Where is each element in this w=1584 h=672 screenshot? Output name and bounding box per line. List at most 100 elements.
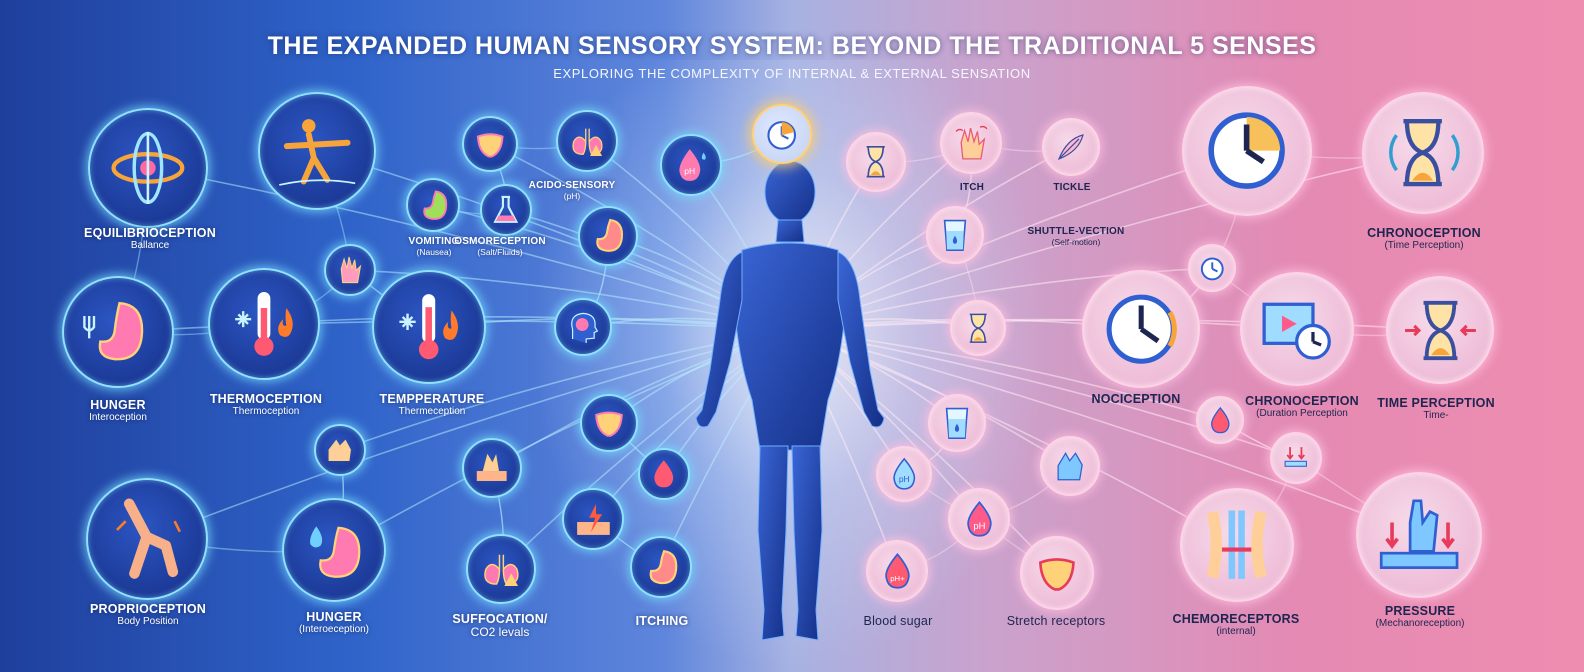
balance-orbit-icon [111, 131, 185, 205]
ph-plus-text: pH+ [890, 573, 905, 582]
lungs-warning-node [556, 110, 618, 172]
skin-touch-node [462, 438, 522, 498]
stomach-icon-2 [596, 219, 624, 253]
water-glass-icon [943, 219, 967, 251]
chronoception-duration-node [1240, 272, 1354, 386]
ph-drop-node-right [1196, 396, 1244, 444]
chronoception-right-label: CHRONOCEPTION (Time Perception) [1367, 226, 1481, 252]
itch-label: ITCH [959, 182, 985, 193]
vomiting-label: VOMITING (Nausea) [408, 236, 460, 257]
vomiting-node [406, 178, 460, 232]
ph-node-right-2: pH [948, 488, 1010, 550]
kidney-node [580, 394, 638, 452]
touch-hand-node [314, 424, 366, 476]
proprioception-node [86, 478, 208, 600]
clock-large-icon-2 [1208, 112, 1286, 190]
temperature-node [372, 270, 486, 384]
ph-text: pH [684, 166, 695, 176]
equilibrioception-label: EQUILIBRIOCEPTION Ballance [84, 226, 216, 252]
water-glass-node-2 [928, 394, 986, 452]
hourglass-arrow-icon [1389, 119, 1461, 187]
connection-line [789, 329, 1420, 536]
connection-line [789, 152, 1424, 331]
thermoception-node [208, 268, 320, 380]
stomach-fork-icon [83, 301, 144, 361]
blood-sugar-node: pH+ [866, 540, 928, 602]
page-title: THE EXPANDED HUMAN SENSORY SYSTEM: BEYON… [267, 32, 1317, 60]
tickle-node [1042, 118, 1100, 176]
balance-walker-node [258, 92, 376, 210]
pressure-label: PRESSURE (Mechanoreception) [1375, 604, 1465, 630]
water-glass-node [926, 206, 984, 264]
chronoception-hourglass-node [1362, 92, 1484, 214]
stomach-drop-icon [310, 526, 361, 578]
stomach-icon [422, 189, 447, 220]
pressure-node [1356, 472, 1482, 598]
itch-hand-icon [955, 125, 987, 160]
hourglass-icon-2 [969, 313, 987, 343]
brain-head-icon [571, 312, 599, 343]
hourglass-mid-node [950, 300, 1006, 356]
ph-drop-icon-3: pH [966, 500, 992, 537]
ph-drop-icon-2: pH [893, 457, 915, 490]
connection-line [147, 167, 791, 331]
hunger-interoception-node [62, 276, 174, 388]
hunger-bottom-label: HUNGER (Interoeception) [298, 610, 370, 636]
chemoreceptors-node [1180, 488, 1294, 602]
glove-hand-icon [1057, 452, 1084, 481]
stomach-icon-3 [649, 549, 677, 584]
skin-touch-icon [477, 453, 507, 482]
suffocation-label: SUFFOCATION/ CO2 levals [452, 612, 548, 640]
tightrope-walker-icon [278, 118, 356, 186]
hourglass-icon [866, 146, 886, 178]
ph-text-2: pH [899, 474, 910, 484]
brain-head-node [554, 298, 612, 356]
film-stopwatch-icon [1262, 302, 1332, 360]
hunger-bottom-node [282, 498, 386, 602]
time-perception-label: TIME PERCEPTION Time- [1377, 396, 1495, 422]
hand-press-icon [1379, 499, 1459, 569]
proprioception-label: PROPRIOCEPTION Body Position [89, 602, 207, 628]
osmoreception-node [480, 184, 532, 236]
top-clock-node [752, 104, 812, 164]
hand-icon [340, 257, 362, 284]
acido-sensory-label: ACIDO-SENSORY (pH) [528, 180, 616, 201]
equilibrioception-node [88, 108, 208, 228]
human-figure [695, 160, 885, 641]
touch-hand-icon [328, 439, 352, 462]
water-glass-icon-2 [945, 407, 969, 439]
pressure-small-node [1270, 432, 1322, 484]
osmoreception-label: OSMORECEPTION (Salt/Fluids) [454, 236, 546, 257]
bladder-icon [476, 133, 504, 158]
hand-node [324, 244, 376, 296]
stretch-receptors-node [1020, 536, 1094, 610]
blood-sugar-label: Blood sugar [863, 614, 933, 628]
blood-drop-icon [654, 460, 674, 488]
chronoception-clock-node [1182, 86, 1312, 216]
tickle-label: TICKLE [1053, 182, 1091, 193]
chemoreceptors-label: CHEMORECEPTORS (internal) [1172, 612, 1300, 638]
ph-text-3: pH [973, 519, 985, 530]
press-arrows-icon [1284, 447, 1308, 468]
nociception-label: NOCICEPTION [1091, 392, 1181, 406]
bladder-node [462, 116, 518, 172]
thermometer-snow-fire-icon [235, 292, 293, 356]
acido-stomach-node [578, 206, 638, 266]
stopwatch-icon [767, 121, 797, 150]
bladder-icon-2 [595, 411, 623, 437]
page-subtitle: EXPLORING THE COMPLEXITY OF INTERNAL & E… [553, 66, 1031, 81]
knee-joint-icon [116, 498, 182, 580]
hourglass-small-node [846, 132, 906, 192]
shuttle-vection-label: SHUTTLE-VECTION (Self-motion) [1027, 226, 1125, 247]
glove-hand-node [1040, 436, 1100, 496]
lungs-warning-icon [571, 128, 603, 156]
time-perception-node [1386, 276, 1494, 384]
blood-drop-node [638, 448, 690, 500]
clock-large-icon [1106, 294, 1177, 364]
blood-sugar-drop-icon: pH+ [884, 552, 910, 589]
flask-icon [493, 196, 519, 224]
clock-arrow-icon [1200, 257, 1224, 281]
itching-node [630, 536, 692, 598]
itch-node [940, 112, 1002, 174]
pain-skin-node [562, 488, 624, 550]
